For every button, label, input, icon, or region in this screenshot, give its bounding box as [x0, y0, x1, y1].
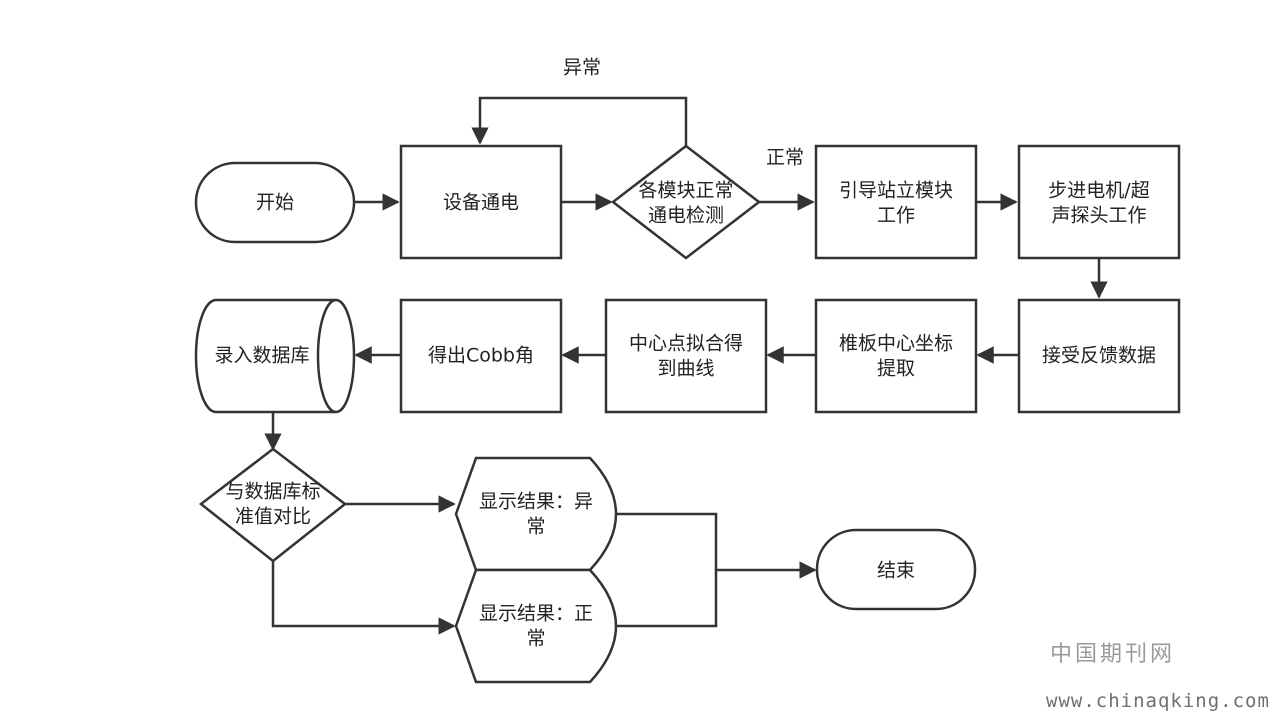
watermark-url: www.chinaqking.com	[1046, 690, 1270, 712]
node-start: 开始	[194, 161, 356, 244]
node-database: 录入数据库	[194, 298, 356, 414]
node-motor-probe: 步进电机/超 声探头工作	[1017, 144, 1181, 260]
node-cobb-angle: 得出Cobb角	[399, 298, 563, 414]
node-curve-fit-label-2: 到曲线	[657, 358, 714, 380]
node-database-label: 录入数据库	[214, 345, 309, 367]
node-motor-probe-label-2: 声探头工作	[1051, 205, 1146, 227]
node-end: 结束	[815, 528, 977, 611]
node-module-check-label-2: 通电检测	[648, 205, 724, 227]
node-power-on-label: 设备通电	[443, 192, 519, 214]
node-vertebra-center-label-2: 提取	[877, 358, 915, 380]
edge-label-abnormal: 异常	[563, 57, 601, 79]
node-compare-label-2: 准值对比	[235, 506, 311, 528]
node-cobb-angle-label: 得出Cobb角	[428, 345, 534, 367]
node-result-abnormal-label-1: 显示结果：异	[479, 491, 593, 513]
node-vertebra-center-label-1: 椎板中心坐标	[839, 333, 953, 355]
node-guide-station: 引导站立模块 工作	[814, 144, 978, 260]
node-receive-feedback: 接受反馈数据	[1017, 298, 1181, 414]
edge-result-normal-to-end	[616, 561, 817, 628]
node-power-on: 设备通电	[399, 144, 563, 260]
node-guide-station-label-1: 引导站立模块	[839, 180, 953, 202]
edge-module-check-to-guide-station: 正常	[759, 147, 815, 211]
edge-compare-to-result-normal	[271, 561, 456, 635]
node-curve-fit-label-1: 中心点拟合得	[629, 333, 743, 355]
node-vertebra-center: 椎板中心坐标 提取	[814, 298, 978, 414]
node-module-check: 各模块正常 通电检测	[610, 144, 762, 260]
edge-module-check-to-power-on: 异常	[471, 57, 688, 146]
node-end-label: 结束	[877, 560, 915, 582]
node-compare-label-1: 与数据库标	[225, 481, 320, 503]
node-motor-probe-label-1: 步进电机/超	[1048, 180, 1149, 202]
node-start-label: 开始	[256, 192, 294, 214]
watermark-name: 中国期刊网	[1050, 642, 1175, 667]
node-result-normal-label-1: 显示结果：正	[479, 603, 593, 625]
node-curve-fit: 中心点拟合得 到曲线	[604, 298, 768, 414]
node-module-check-label-1: 各模块正常	[638, 180, 733, 202]
node-result-normal-label-2: 常	[526, 628, 545, 650]
node-result-abnormal-label-2: 常	[526, 516, 545, 538]
node-result-normal: 显示结果：正 常	[454, 568, 618, 684]
node-compare: 与数据库标 准值对比	[198, 447, 348, 563]
edge-label-normal: 正常	[766, 147, 804, 169]
node-receive-feedback-label: 接受反馈数据	[1042, 345, 1156, 367]
node-result-abnormal: 显示结果：异 常	[454, 456, 618, 572]
edge-result-abnormal-to-end	[616, 512, 718, 570]
node-guide-station-label-2: 工作	[877, 205, 915, 227]
